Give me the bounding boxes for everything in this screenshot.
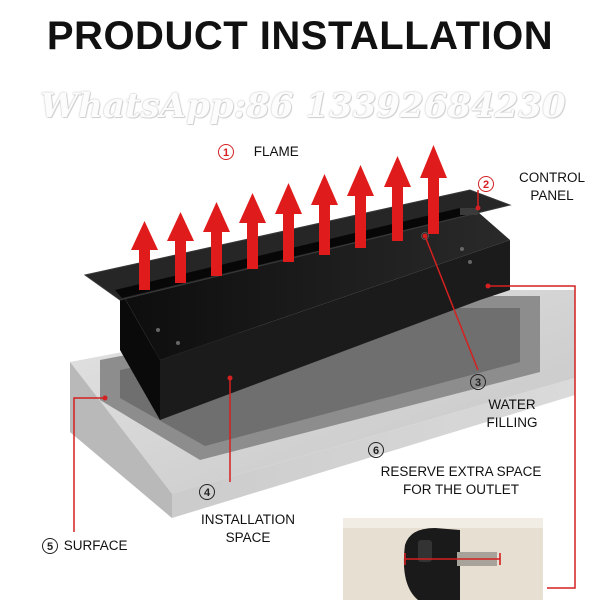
flame-arrow bbox=[167, 212, 194, 283]
leader-surface bbox=[73, 397, 105, 532]
outlet-photo bbox=[343, 518, 543, 600]
label-flame-text: FLAME bbox=[253, 144, 299, 159]
label-installation-space-line1: INSTALLATION bbox=[200, 512, 296, 527]
marker-1: 1 bbox=[218, 144, 234, 160]
leader-water-filling bbox=[424, 235, 479, 371]
flame-arrow bbox=[420, 145, 447, 234]
label-surface-text: SURFACE bbox=[63, 538, 128, 553]
flame-arrow bbox=[131, 221, 158, 290]
flame-arrows bbox=[131, 145, 447, 290]
marker-5: 5 bbox=[42, 538, 58, 554]
leader-endpoints bbox=[102, 205, 491, 401]
flame-arrow bbox=[384, 156, 411, 241]
label-control-panel: CONTROL PANEL bbox=[512, 169, 592, 205]
label-outlet: RESERVE EXTRA SPACE FOR THE OUTLET bbox=[368, 463, 554, 499]
flame-arrow bbox=[203, 202, 230, 276]
leader-outlet bbox=[488, 285, 576, 589]
flame-arrow bbox=[347, 165, 374, 248]
label-water-filling: WATER FILLING bbox=[472, 396, 552, 432]
label-water-filling-line2: FILLING bbox=[486, 415, 538, 430]
label-surface: 5 SURFACE bbox=[42, 537, 128, 555]
control-panel-button bbox=[460, 208, 478, 215]
page-title: PRODUCT INSTALLATION bbox=[46, 14, 554, 58]
label-control-panel-line1: CONTROL bbox=[518, 170, 585, 185]
leader-lines bbox=[73, 190, 576, 589]
label-control-panel-line2: PANEL bbox=[530, 188, 574, 203]
marker-3: 3 bbox=[470, 374, 486, 390]
label-water-filling-line1: WATER bbox=[488, 397, 536, 412]
watermark: WhatsApp:86 13392684230 bbox=[40, 86, 566, 126]
marker-6: 6 bbox=[368, 442, 384, 458]
flame-arrow bbox=[275, 183, 302, 262]
label-installation-space-line2: SPACE bbox=[225, 530, 271, 545]
flame-arrow bbox=[239, 193, 266, 269]
label-outlet-line2: FOR THE OUTLET bbox=[402, 482, 519, 497]
label-installation-space: INSTALLATION SPACE bbox=[186, 511, 310, 547]
marker-4: 4 bbox=[199, 484, 215, 500]
label-flame: 1 FLAME bbox=[218, 143, 299, 161]
label-outlet-line1: RESERVE EXTRA SPACE bbox=[380, 464, 542, 479]
flame-arrow bbox=[311, 174, 338, 255]
marker-2: 2 bbox=[478, 176, 494, 192]
